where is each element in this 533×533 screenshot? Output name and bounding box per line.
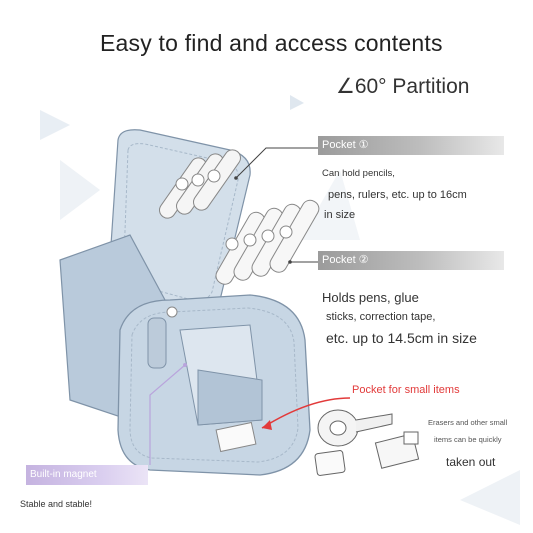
eraser-icon — [314, 450, 346, 476]
partition-subtitle: ∠60° Partition — [336, 75, 470, 98]
inner-partition — [197, 369, 263, 426]
pocket-1-desc-line: pens, rulers, etc. up to 16cm — [328, 189, 467, 201]
magnet-tag: Built-in magnet — [26, 465, 148, 485]
pocket-2-desc-line: sticks, correction tape, — [326, 311, 436, 323]
sticky-pad-icon — [374, 431, 420, 469]
pocket-2-desc-line: etc. up to 14.5cm in size — [326, 330, 477, 346]
tape-roll-icon — [317, 409, 393, 447]
small-items-desc-line: items can be quickly — [434, 435, 502, 444]
case-flap-stitch — [123, 143, 239, 302]
pencils-pocket-2 — [215, 199, 320, 285]
zipper-ring-icon — [166, 306, 178, 318]
pocket-2-tag: Pocket ② — [318, 251, 504, 270]
pencils-pocket-1 — [159, 149, 241, 219]
decor-triangle — [300, 170, 360, 240]
decor-triangle — [40, 110, 70, 140]
decor-triangle — [60, 160, 100, 220]
decor-triangle — [460, 470, 520, 525]
pocket-1-desc-line: Can hold pencils, — [322, 168, 395, 179]
small-items-desc-line: Erasers and other small — [428, 418, 508, 427]
small-pocket-arrow — [261, 397, 351, 429]
decor-triangle — [290, 95, 304, 110]
pocket-2-desc-line: Holds pens, glue — [322, 290, 419, 305]
page-title: Easy to find and access contents — [100, 30, 443, 56]
magnet-caption: Stable and stable! — [20, 499, 93, 509]
pocket-1-tag: Pocket ① — [318, 136, 504, 155]
magnet-leader-line — [149, 364, 186, 465]
small-items-pocket-label: Pocket for small items — [352, 384, 460, 396]
pocket-1-desc-line: in size — [324, 209, 356, 221]
zipper-pull — [147, 317, 167, 369]
eraser-in-pocket — [215, 421, 257, 453]
case-body-stitch — [129, 307, 299, 463]
small-items-desc-line: taken out — [446, 455, 496, 469]
pocket-1-leader-line — [235, 147, 318, 179]
